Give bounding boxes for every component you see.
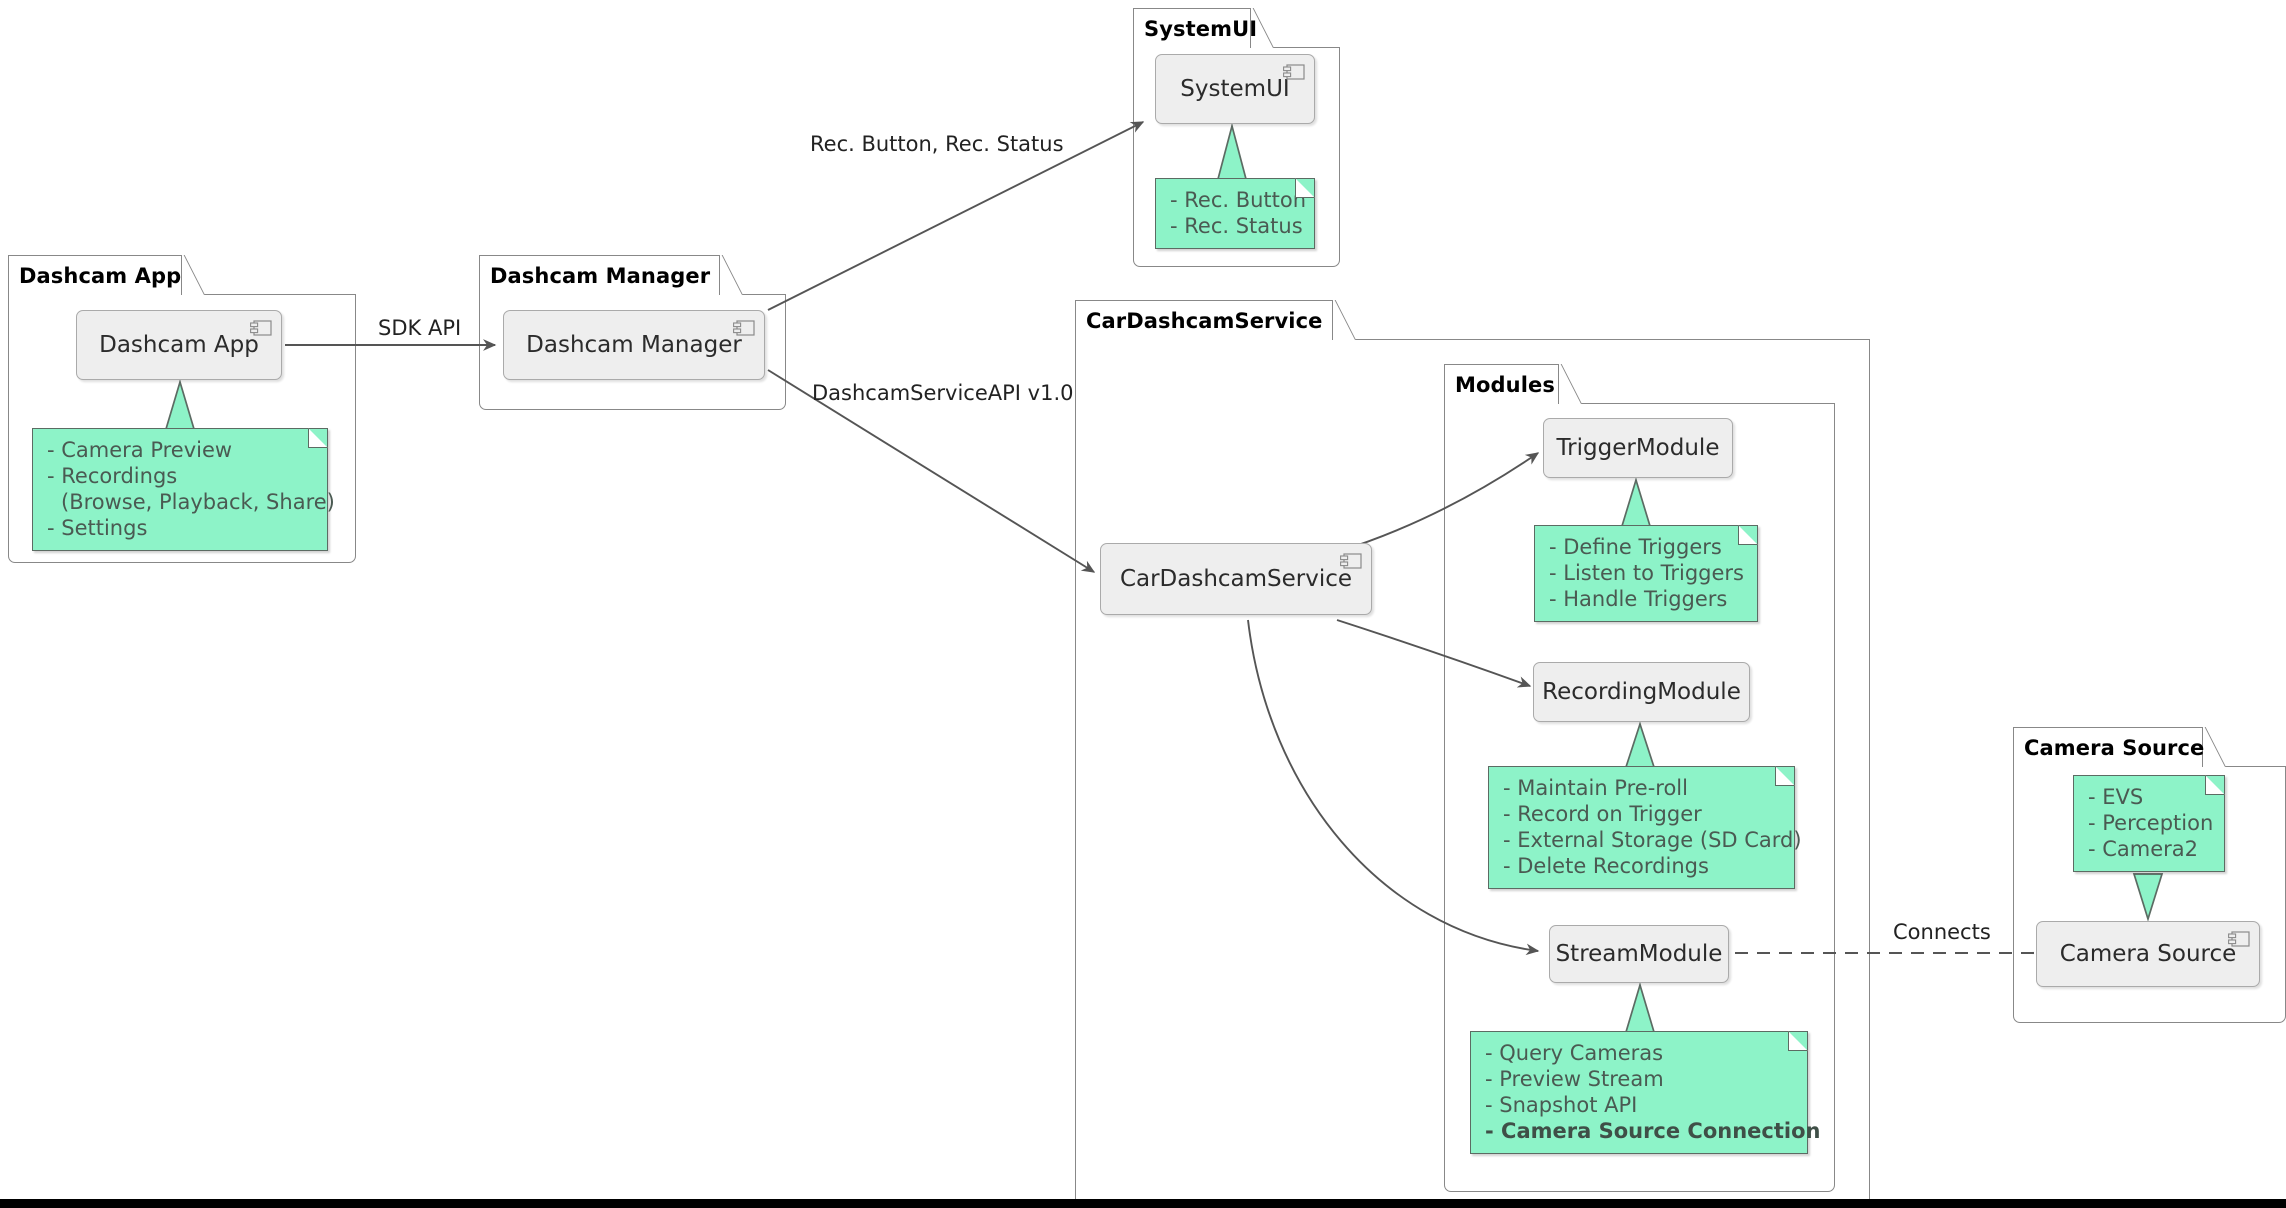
edge-label-sdk-api: SDK API [378, 316, 461, 340]
note-stream-module: - Query Cameras - Preview Stream - Snaps… [1470, 1031, 1821, 1154]
component-stream-module[interactable]: StreamModule [1549, 925, 1729, 983]
component-dashcam-app[interactable]: Dashcam App [76, 310, 282, 380]
edge-label-rec-button-status: Rec. Button, Rec. Status [810, 132, 1064, 156]
package-title-dashcam-manager: Dashcam Manager [490, 263, 711, 288]
note-camera-source: - EVS - Perception - Camera2 [2073, 775, 2225, 872]
package-tab-car-dashcam-service: CarDashcamService [1075, 300, 1333, 340]
package-title-system-ui: SystemUI [1144, 16, 1258, 41]
note-line: - Camera Source Connection [1485, 1119, 1821, 1143]
component-dashcam-manager[interactable]: Dashcam Manager [503, 310, 765, 380]
component-label-camera-source: Camera Source [2059, 941, 2237, 967]
package-title-car-dashcam-service: CarDashcamService [1086, 308, 1323, 333]
edge-label-text: DashcamServiceAPI v1.0 [812, 381, 1074, 405]
note-line: - Recordings [47, 464, 178, 488]
note-trigger-module: - Define Triggers - Listen to Triggers -… [1534, 525, 1758, 622]
note-line: - Camera2 [2088, 837, 2199, 861]
component-car-dashcam-service[interactable]: CarDashcamService [1100, 543, 1372, 615]
note-line: - Query Cameras [1485, 1041, 1664, 1065]
package-tab-system-ui: SystemUI [1133, 8, 1257, 48]
package-tab-modules: Modules [1444, 364, 1559, 404]
note-line: - Rec. Status [1170, 214, 1303, 238]
package-title-dashcam-app: Dashcam App [19, 263, 182, 288]
note-line: - Rec. Button [1170, 188, 1307, 212]
component-label-dashcam-app: Dashcam App [99, 332, 259, 358]
edge-label-text: Connects [1893, 920, 1991, 944]
component-icon [1340, 553, 1362, 569]
note-line: - Settings [47, 516, 148, 540]
edge-label-text: SDK API [378, 316, 462, 340]
note-line: - Camera Preview [47, 438, 233, 462]
component-label-trigger-module: TriggerModule [1556, 435, 1720, 461]
component-label-system-ui: SystemUI [1180, 76, 1290, 102]
note-line: - Record on Trigger [1503, 802, 1702, 826]
component-icon [250, 320, 272, 336]
note-dashcam-app: - Camera Preview - Recordings (Browse, P… [32, 428, 335, 551]
edge-label-dashcam-service-api: DashcamServiceAPI v1.0 [812, 381, 1074, 405]
package-tab-dashcam-manager: Dashcam Manager [479, 255, 720, 295]
package-title-modules: Modules [1455, 372, 1555, 397]
note-recording-module: - Maintain Pre-roll - Record on Trigger … [1488, 766, 1802, 889]
note-line: - EVS [2088, 785, 2144, 809]
note-line: - Listen to Triggers [1549, 561, 1744, 585]
note-line: - External Storage (SD Card) [1503, 828, 1802, 852]
note-line: - Snapshot API [1485, 1093, 1638, 1117]
edge-label-text: Rec. Button, Rec. Status [810, 132, 1064, 156]
note-line: - Preview Stream [1485, 1067, 1664, 1091]
component-label-recording-module: RecordingModule [1542, 679, 1741, 705]
package-tab-dashcam-app: Dashcam App [8, 255, 182, 295]
note-line: - Delete Recordings [1503, 854, 1709, 878]
component-icon [2228, 931, 2250, 947]
component-system-ui[interactable]: SystemUI [1155, 54, 1315, 124]
component-label-stream-module: StreamModule [1555, 941, 1723, 967]
bottom-bar [0, 1199, 2286, 1208]
component-trigger-module[interactable]: TriggerModule [1543, 418, 1733, 478]
note-line: - Define Triggers [1549, 535, 1722, 559]
package-tab-camera-source: Camera Source [2013, 727, 2205, 767]
component-label-dashcam-manager: Dashcam Manager [526, 332, 742, 358]
edge-label-connects: Connects [1893, 920, 1991, 944]
note-line: - Maintain Pre-roll [1503, 776, 1688, 800]
note-line: (Browse, Playback, Share) [61, 490, 335, 514]
note-system-ui: - Rec. Button - Rec. Status [1155, 178, 1315, 249]
component-icon [733, 320, 755, 336]
component-recording-module[interactable]: RecordingModule [1533, 662, 1750, 722]
component-label-car-dashcam-service: CarDashcamService [1119, 566, 1353, 592]
package-title-camera-source: Camera Source [2024, 735, 2205, 760]
note-line: - Perception [2088, 811, 2214, 835]
component-camera-source[interactable]: Camera Source [2036, 921, 2260, 987]
component-icon [1283, 64, 1305, 80]
note-line: - Handle Triggers [1549, 587, 1728, 611]
